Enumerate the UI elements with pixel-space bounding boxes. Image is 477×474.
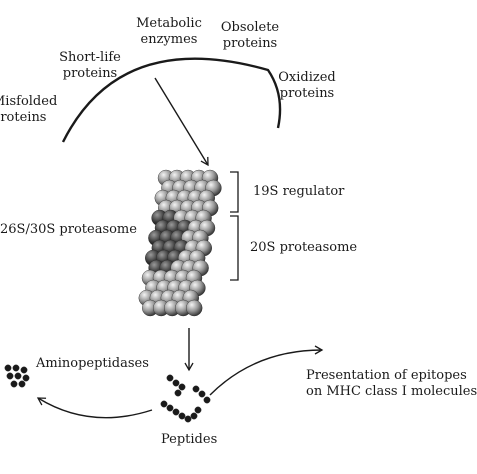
amino-acid-dot xyxy=(10,380,18,388)
peptide-residue-dot xyxy=(192,385,200,393)
amino-acid-dot xyxy=(20,366,28,374)
proteasome-complex-icon xyxy=(138,169,222,317)
amino-acid-fragments-icon xyxy=(4,364,30,388)
peptides-to-aminopeptidases-arrow xyxy=(36,397,153,419)
label-peptides: Peptides xyxy=(161,432,218,447)
label-metabolic-line1: Metabolic xyxy=(136,16,202,31)
label-misfolded-proteins: Misfolded proteins xyxy=(0,94,82,126)
label-oxidized-proteins: Oxidized proteins xyxy=(267,70,347,102)
label-26s-30s-proteasome: 26S/30S proteasome xyxy=(0,222,137,237)
label-obsolete-line1: Obsolete xyxy=(220,20,280,35)
peptide-residue-dot xyxy=(172,379,180,387)
label-aminopeptidases: Aminopeptidases xyxy=(36,356,149,371)
label-20s-proteasome: 20S proteasome xyxy=(250,240,358,255)
label-19s-regulator: 19S regulator xyxy=(253,184,345,199)
label-obsolete-proteins: Obsolete proteins xyxy=(210,20,290,52)
label-mhc-presentation: Presentation of epitopes on MHC class I … xyxy=(306,368,477,400)
label-obsolete-line2: proteins xyxy=(222,36,278,51)
peptide-residue-dot xyxy=(178,412,186,420)
label-metabolic-enzymes: Metabolic enzymes xyxy=(128,16,210,48)
peptide-residue-dot xyxy=(172,408,180,416)
amino-acid-dot xyxy=(6,372,14,380)
peptide-residue-dot xyxy=(166,404,174,412)
label-mhc-line1: Presentation of epitopes xyxy=(306,368,467,383)
label-oxidized-line2: proteins xyxy=(279,86,335,101)
peptide-residue-dot xyxy=(203,396,211,404)
substrate-to-proteasome-arrow xyxy=(154,77,209,167)
label-short-life-proteins: Short-life proteins xyxy=(50,50,130,82)
label-mhc-line2: on MHC class I molecules xyxy=(306,384,477,399)
peptide-residue-dot xyxy=(194,406,202,414)
amino-acid-dot xyxy=(22,374,30,382)
amino-acid-dot xyxy=(18,380,26,388)
proteasome-subunit-sphere xyxy=(185,299,203,317)
peptide-chains-icon xyxy=(160,374,211,423)
label-misfolded-line2: proteins xyxy=(0,110,47,125)
substrate-arc xyxy=(61,57,282,143)
label-short-life-line2: proteins xyxy=(62,66,118,81)
label-misfolded-line1: Misfolded xyxy=(0,94,58,109)
peptide-residue-dot xyxy=(184,415,192,423)
amino-acid-dot xyxy=(14,372,22,380)
amino-acid-dot xyxy=(12,364,20,372)
peptide-residue-dot xyxy=(198,390,206,398)
amino-acid-dot xyxy=(4,364,12,372)
peptide-residue-dot xyxy=(160,400,168,408)
peptides-to-mhc-arrow xyxy=(209,345,324,396)
peptide-residue-dot xyxy=(174,389,182,397)
label-metabolic-line2: enzymes xyxy=(140,32,198,47)
peptide-residue-dot xyxy=(178,383,186,391)
label-oxidized-line1: Oxidized xyxy=(278,70,336,85)
peptide-residue-dot xyxy=(190,412,198,420)
core-20s-bracket xyxy=(230,215,239,281)
peptide-residue-dot xyxy=(166,374,174,382)
label-short-life-line1: Short-life xyxy=(59,50,121,65)
regulator-19s-bracket xyxy=(230,171,239,213)
